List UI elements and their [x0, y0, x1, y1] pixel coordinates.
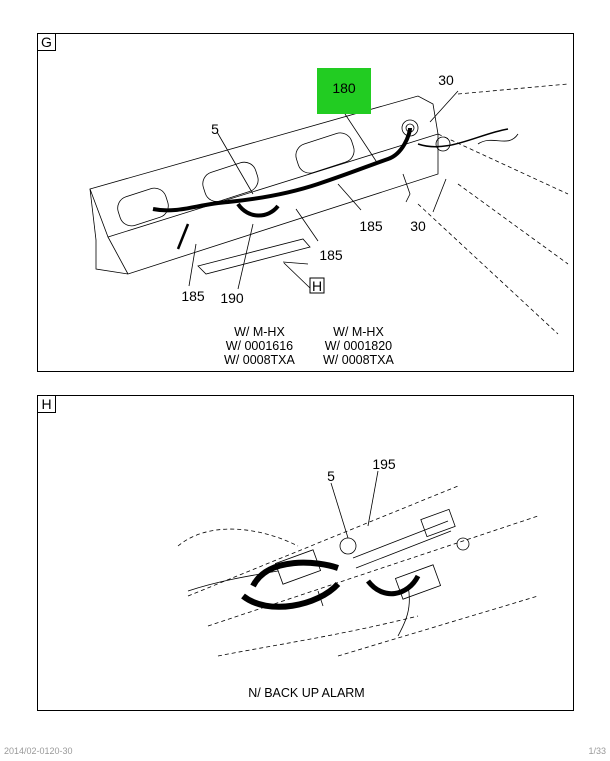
footer-right: 1/33	[588, 746, 606, 756]
detail-view-h: H 5 195 N/ BACK	[37, 395, 574, 711]
callout-190: 190	[220, 290, 244, 306]
callout-30-bottom: 30	[410, 218, 426, 234]
applicability-note-2: W/ M-HX W/ 0001820 W/ 0008TXA	[323, 325, 394, 367]
harness-loom	[241, 559, 341, 610]
harness-illustration-h: 5 195	[177, 456, 539, 657]
callout-185-a: 185	[359, 218, 383, 234]
view-tag-h: H	[38, 396, 56, 413]
highlight-box-180	[317, 68, 371, 114]
footer-left: 2014/02-0120-30	[4, 746, 73, 756]
callout-195: 195	[372, 456, 396, 472]
harness-illustration-g: 180 30 5 185 30 185 185 190 H	[89, 68, 569, 335]
callout-185-b: 185	[319, 247, 343, 263]
callout-5: 5	[211, 121, 219, 137]
callout-5: 5	[327, 468, 335, 484]
view-ref-box	[309, 277, 325, 294]
callout-30-top: 30	[438, 72, 454, 88]
harness-wire	[152, 127, 412, 213]
detail-view-g: G	[37, 33, 574, 372]
caption: N/ BACK UP ALARM	[248, 686, 365, 700]
callout-180: 180	[332, 80, 356, 96]
view-ref-h: H	[312, 278, 322, 294]
callout-185-c: 185	[181, 288, 205, 304]
view-tag-g: G	[38, 34, 56, 51]
applicability-note-1: W/ M-HX W/ 0001616 W/ 0008TXA	[224, 325, 295, 367]
